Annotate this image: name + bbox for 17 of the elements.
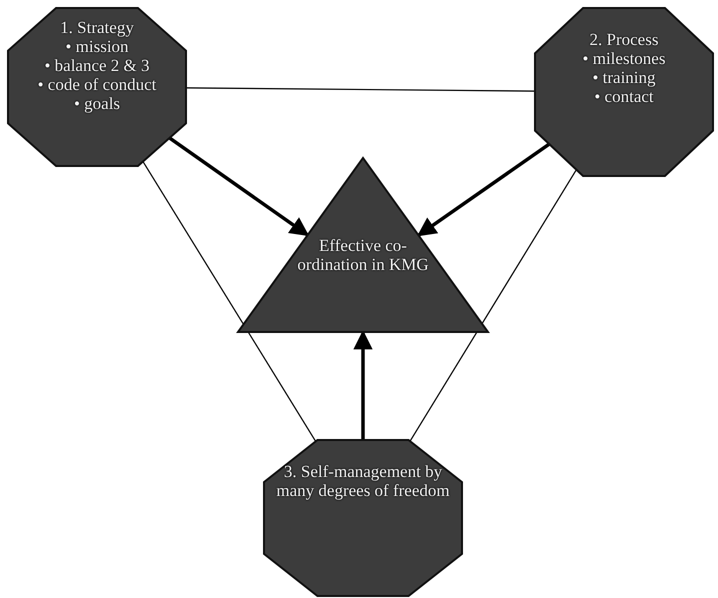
bullet-item: • balance 2 & 3 [44, 56, 150, 75]
node-heading: 2. Process [590, 30, 658, 49]
node-heading: 1. Strategy [60, 18, 134, 37]
arrow [168, 136, 310, 236]
node-label: 3. Self-management by many degrees of freedom [275, 462, 451, 500]
bullet-item: • training [592, 68, 656, 87]
bullet-item: • goals [74, 94, 120, 113]
bullet-item: • mission [65, 37, 129, 56]
connector-line [142, 161, 316, 442]
bullet-item: • code of conduct [38, 75, 156, 94]
bullet-item: • contact [594, 87, 654, 106]
arrow [416, 142, 550, 237]
bullet-item: • milestones [582, 49, 666, 68]
connector-line [410, 169, 577, 442]
connector-line [186, 87, 535, 92]
arrow [353, 330, 373, 440]
node-label: Effective co-ordination in KMG [296, 236, 430, 274]
